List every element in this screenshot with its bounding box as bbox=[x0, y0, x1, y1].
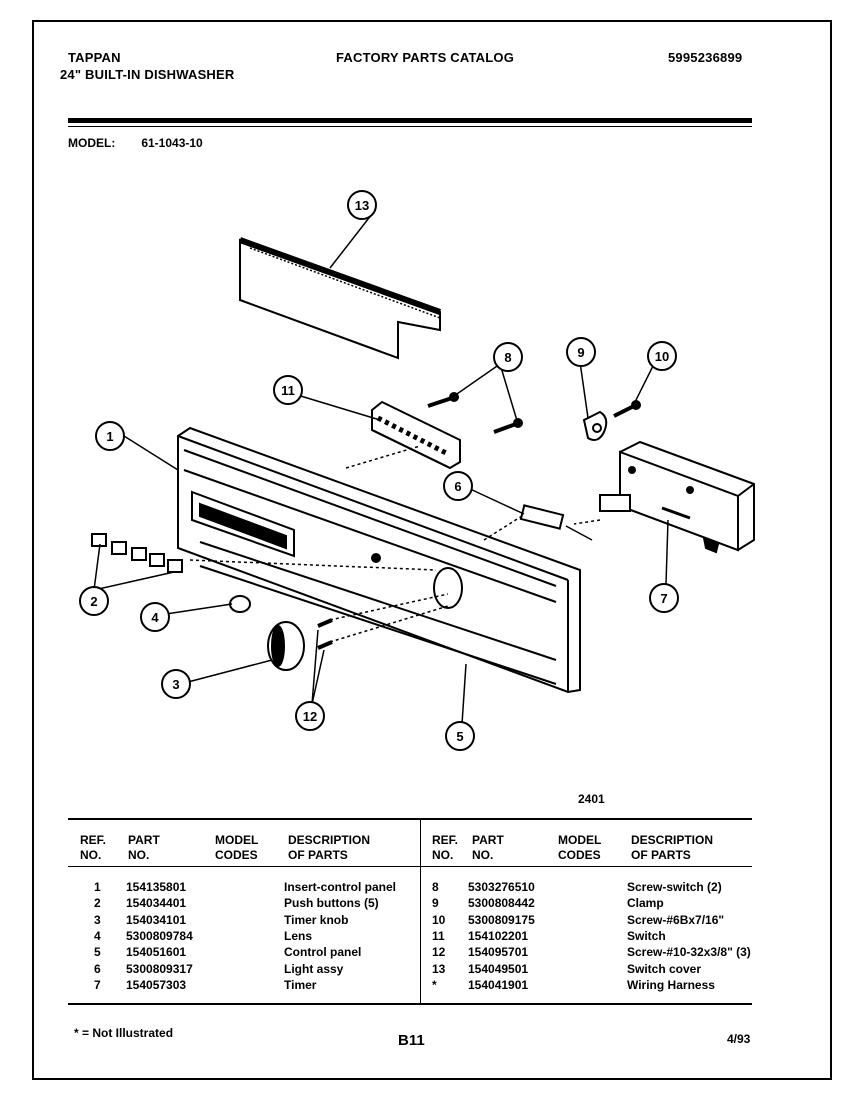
part-number: 154049501 bbox=[468, 961, 529, 976]
table-bottom-rule bbox=[68, 1003, 752, 1005]
screw-6b-part bbox=[613, 400, 641, 418]
clamp-part bbox=[582, 410, 608, 441]
callout-7: 7 bbox=[660, 591, 667, 606]
part-description: Control panel bbox=[284, 945, 362, 960]
part-ref-number: 13 bbox=[432, 961, 446, 976]
part-description: Screw-switch (2) bbox=[627, 880, 722, 894]
model-label: MODEL: bbox=[68, 136, 116, 150]
timer-knob-part bbox=[267, 621, 305, 671]
part-ref-number: 12 bbox=[432, 945, 446, 960]
callout-6: 6 bbox=[454, 479, 461, 494]
product-name: 24" BUILT-IN DISHWASHER bbox=[60, 67, 235, 82]
part-description: Switch cover bbox=[627, 961, 702, 976]
exploded-parts-diagram: 13 11 8 9 10 1 6 7 2 4 3 12 5 bbox=[79, 190, 755, 751]
part-number: 154051601 bbox=[126, 945, 187, 960]
part-ref-number: 9 bbox=[432, 896, 439, 911]
part-number: 5300809175 bbox=[468, 912, 535, 927]
page-frame bbox=[32, 20, 832, 1080]
part-ref-number: * bbox=[432, 977, 437, 992]
part-number: 5300809784 bbox=[126, 928, 193, 943]
part-number: 154135801 bbox=[126, 880, 187, 894]
part-description: Screw-#10-32x3/8" (3) bbox=[627, 945, 751, 960]
callout-11: 11 bbox=[281, 383, 295, 398]
revision-date: 4/93 bbox=[727, 1032, 751, 1046]
part-description: Wiring Harness bbox=[627, 977, 715, 992]
table-top-rule bbox=[68, 818, 752, 820]
table-header-rule-left bbox=[68, 866, 420, 867]
callout-8: 8 bbox=[504, 350, 511, 365]
part-number: 154102201 bbox=[468, 928, 529, 943]
catalog-title: FACTORY PARTS CATALOG bbox=[336, 50, 515, 65]
screw-switch-part bbox=[427, 392, 523, 434]
figure-number: 2401 bbox=[578, 792, 605, 806]
callout-1: 1 bbox=[106, 429, 113, 444]
part-ref-number: 2 bbox=[94, 896, 101, 911]
part-description: Timer bbox=[284, 977, 317, 992]
control-panel-part bbox=[177, 426, 581, 694]
part-ref-number: 10 bbox=[432, 912, 446, 927]
part-number: 154057303 bbox=[126, 977, 187, 992]
part-ref-number: 8 bbox=[432, 880, 439, 894]
callout-4: 4 bbox=[151, 610, 159, 625]
model-number: 61-1043-10 bbox=[141, 136, 203, 150]
part-description: Insert-control panel bbox=[284, 880, 397, 894]
part-ref-number: 6 bbox=[94, 961, 101, 976]
model-line: MODEL: 61-1043-10 bbox=[68, 136, 229, 150]
push-buttons-part bbox=[91, 533, 183, 573]
callout-leaders bbox=[93, 213, 669, 725]
callout-3: 3 bbox=[172, 677, 179, 692]
header-ref-right: REF.NO. bbox=[432, 833, 459, 862]
part-number: 154041901 bbox=[468, 977, 529, 992]
page-code: B11 bbox=[398, 1032, 425, 1049]
timer-part bbox=[599, 440, 755, 554]
table-header-rule-right bbox=[421, 866, 752, 867]
part-description: Screw-#6Bx7/16" bbox=[627, 912, 725, 927]
brand-name: TAPPAN bbox=[68, 50, 121, 65]
header-ref-left: REF.NO. bbox=[80, 833, 107, 862]
callout-10: 10 bbox=[655, 349, 669, 364]
callout-12: 12 bbox=[303, 709, 317, 724]
part-number: 5303276510 bbox=[468, 880, 535, 894]
part-number: 154095701 bbox=[468, 945, 529, 960]
part-description: Lens bbox=[284, 928, 313, 943]
header-rule-thin bbox=[68, 126, 752, 127]
part-description: Light assy bbox=[284, 961, 344, 976]
part-number: 5300809317 bbox=[126, 961, 193, 976]
part-description: Clamp bbox=[627, 896, 664, 911]
switch-part bbox=[371, 400, 461, 470]
callout-5: 5 bbox=[456, 729, 463, 744]
part-ref-number: 5 bbox=[94, 945, 101, 960]
part-ref-number: 7 bbox=[94, 977, 101, 992]
part-number: 5300808442 bbox=[468, 896, 535, 911]
header-rule bbox=[68, 118, 752, 123]
callout-2: 2 bbox=[90, 594, 97, 609]
screw-10-32-part bbox=[317, 618, 333, 650]
callout-9: 9 bbox=[577, 345, 584, 360]
assembly-guides bbox=[189, 445, 601, 643]
part-number: 154034401 bbox=[126, 896, 187, 911]
part-description: Push buttons (5) bbox=[284, 896, 379, 911]
lens-part bbox=[229, 595, 251, 613]
footnote: * = Not Illustrated bbox=[74, 1026, 174, 1040]
light-assy-part bbox=[519, 504, 593, 541]
part-description: Timer knob bbox=[284, 912, 349, 927]
part-number: 154034101 bbox=[126, 912, 187, 927]
switch-cover-part bbox=[238, 237, 442, 360]
part-ref-number: 3 bbox=[94, 912, 101, 927]
part-ref-number: 4 bbox=[94, 928, 101, 943]
catalog-number: 5995236899 bbox=[668, 50, 743, 65]
table-divider bbox=[420, 818, 421, 1004]
callout-circles bbox=[79, 190, 679, 751]
part-description: Switch bbox=[627, 928, 666, 943]
part-ref-number: 11 bbox=[432, 928, 445, 943]
part-ref-number: 1 bbox=[94, 880, 101, 894]
callout-13: 13 bbox=[355, 198, 369, 213]
